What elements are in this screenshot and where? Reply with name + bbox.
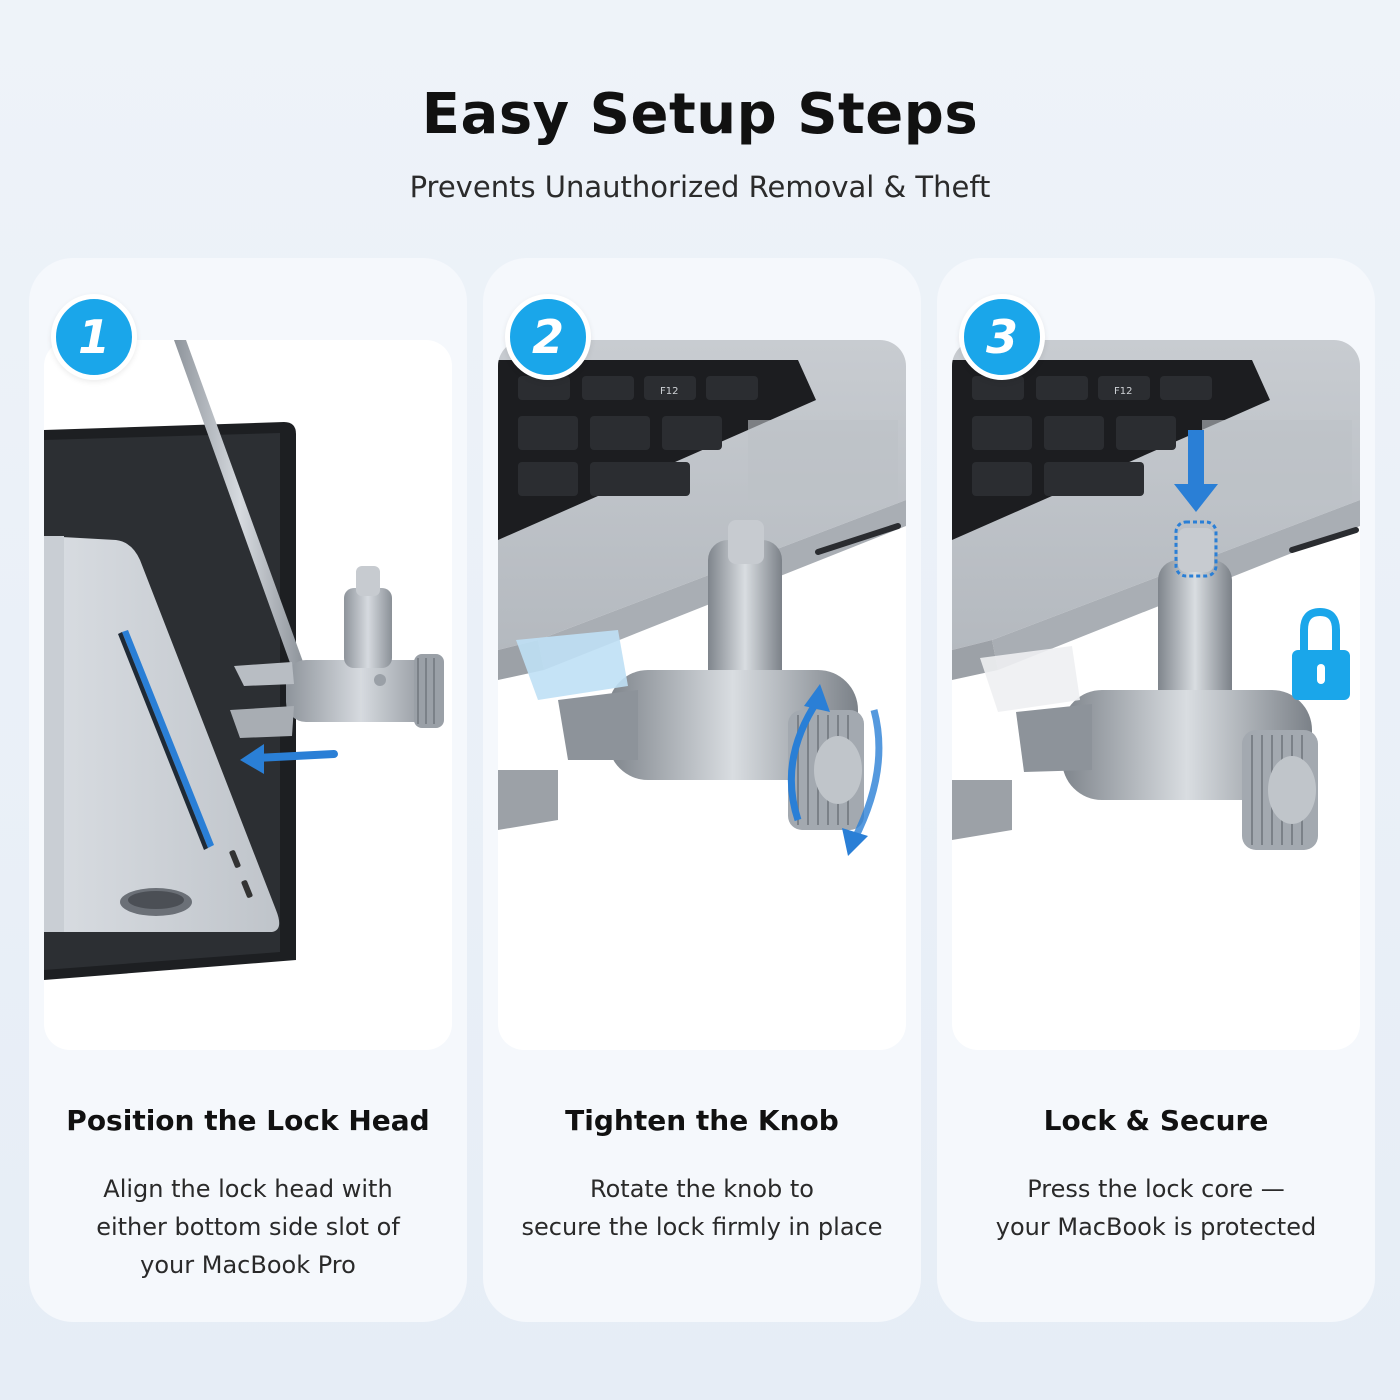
step-title: Position the Lock Head [66, 1104, 430, 1137]
padlock-icon [1292, 607, 1350, 700]
step-description: Press the lock core — your MacBook is pr… [957, 1170, 1355, 1246]
step-description-line: Press the lock core — [1027, 1175, 1285, 1203]
step-card-3: 3 F12 [937, 258, 1375, 1322]
step-description-line: Align the lock head with [103, 1175, 393, 1203]
key-f12-label: F12 [660, 386, 678, 397]
step-2-image: F12 [498, 340, 906, 1050]
step-description-line: your MacBook is protected [995, 1213, 1317, 1241]
step-number-badge: 1 [51, 294, 137, 380]
step-description-line: secure the lock firmly in place [521, 1213, 883, 1241]
step-description-line: your MacBook Pro [140, 1251, 356, 1279]
step-description-line: either bottom side slot of [96, 1213, 400, 1241]
step-number-badge: 3 [959, 294, 1045, 380]
step-card-1: 1 [29, 258, 467, 1322]
step-title: Tighten the Knob [565, 1104, 839, 1137]
step-card-2: 2 F12 [483, 258, 921, 1322]
step-number-badge: 2 [505, 294, 591, 380]
step-description-line: Rotate the knob to [590, 1175, 814, 1203]
page-subtitle: Prevents Unauthorized Removal & Theft [409, 170, 991, 204]
page-title: Easy Setup Steps [421, 82, 979, 147]
step-1-image [44, 340, 452, 1050]
step-title: Lock & Secure [1043, 1104, 1269, 1137]
key-f12-label: F12 [1114, 386, 1132, 397]
step-description: Rotate the knob to secure the lock firml… [503, 1170, 901, 1246]
step-3-image: F12 [952, 340, 1360, 1050]
step-description: Align the lock head with either bottom s… [49, 1170, 447, 1284]
